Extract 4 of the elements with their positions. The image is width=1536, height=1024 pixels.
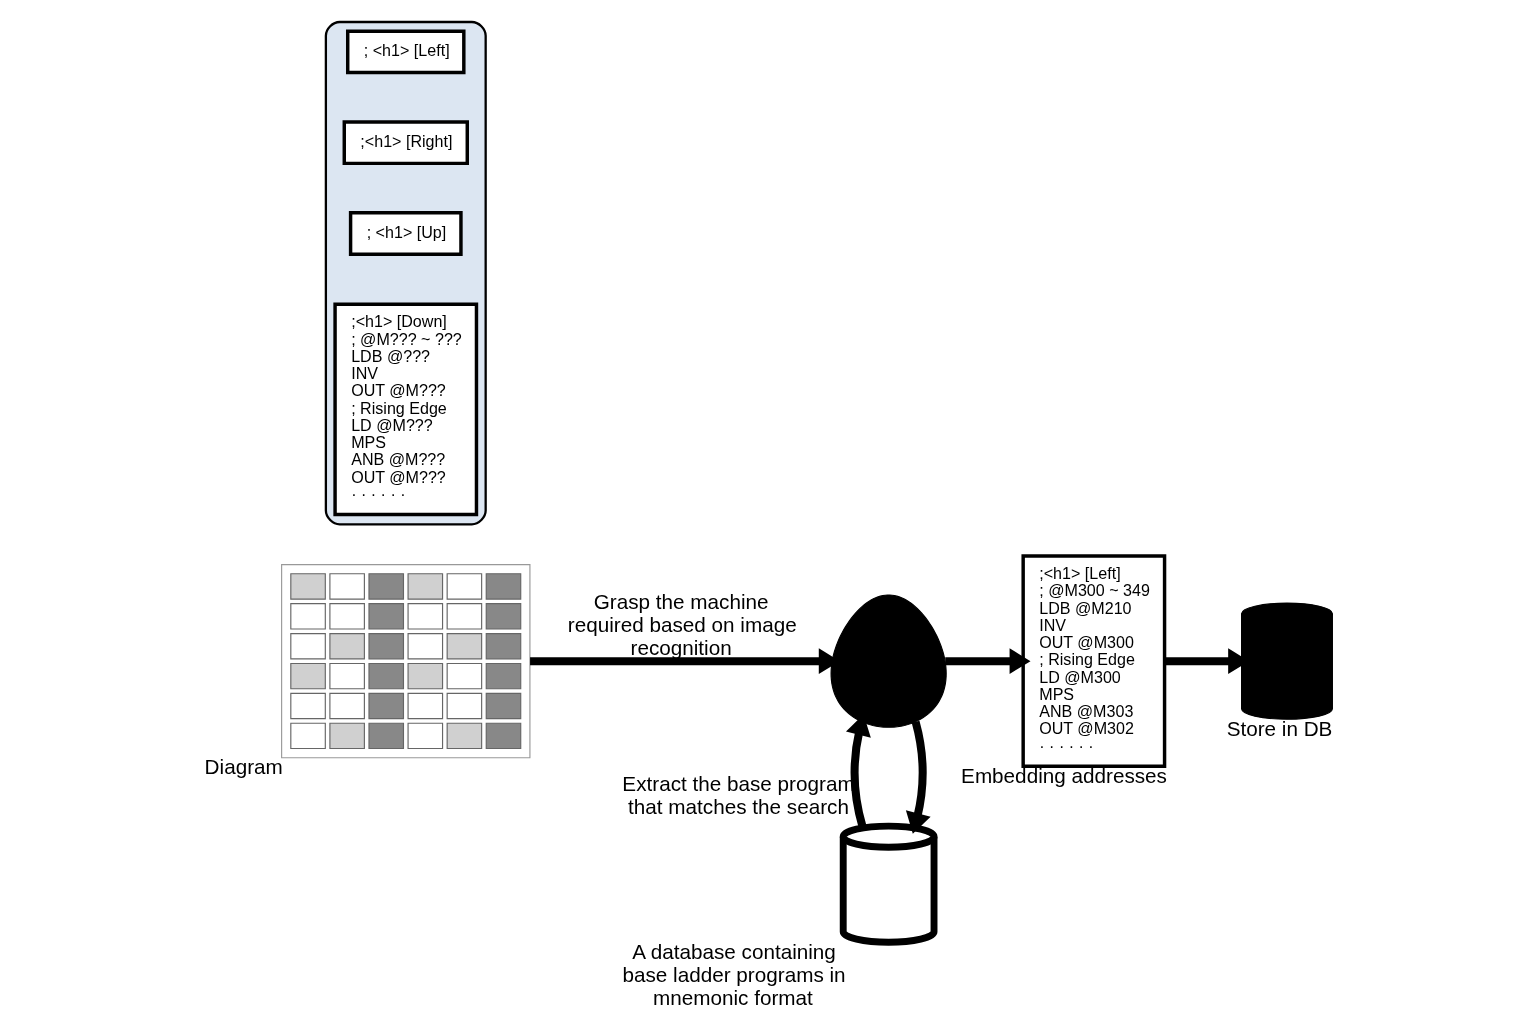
node-label: Diagram bbox=[204, 755, 283, 779]
node-label: A database containing base ladder programs in mnemonic format bbox=[622, 939, 846, 1009]
edge-label: Grasp the machine required based on image recognition bbox=[567, 589, 797, 659]
node-label: Store in DB bbox=[1226, 716, 1332, 740]
